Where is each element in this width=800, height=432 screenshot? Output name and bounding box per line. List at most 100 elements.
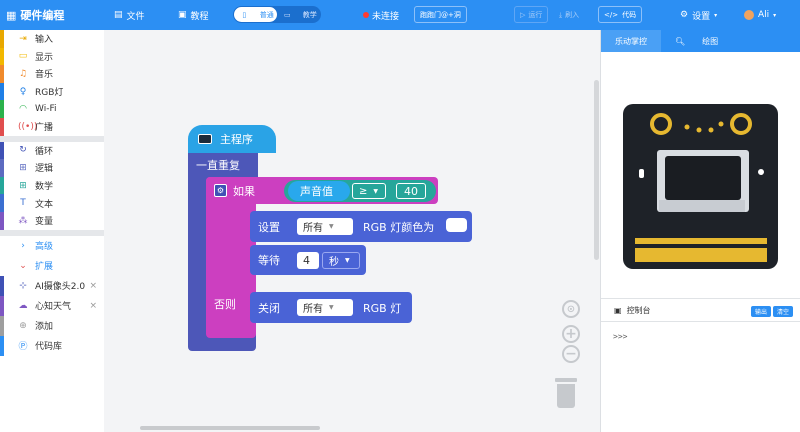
sidebar-item-category[interactable]: ⇥输入 (0, 30, 104, 48)
mode-toggle: ▯ 普通 ▭教学 (233, 6, 321, 23)
workspace-horizontal-scrollbar[interactable] (140, 426, 320, 430)
sidebar-item-label: 数学 (35, 182, 54, 193)
sidebar-item-label: 心知天气 (35, 302, 72, 313)
sidebar-item-advanced[interactable]: › 高级 (0, 236, 104, 256)
file-icon: ▤ (114, 10, 123, 20)
microphone-icon (639, 169, 644, 178)
category-list-hardware: ⇥输入▭显示 ♫ 音乐♀RGB灯◠Wi-Fi((•))广播 (0, 30, 104, 136)
console-title: 控制台 (626, 305, 651, 315)
tablet-icon: ▯ (242, 10, 247, 19)
sidebar-item-label: 音乐 (35, 70, 54, 81)
forever-loop-header: 一直重复 (188, 153, 258, 177)
sidebar-item-category[interactable]: ⁂变量 (0, 211, 104, 230)
category-divider (0, 229, 104, 236)
zoom-in-button[interactable]: + (562, 325, 580, 343)
board-svg: A B (623, 96, 778, 269)
sound-value-block[interactable]: 声音值 (288, 181, 350, 201)
gear-icon: ⚙ (214, 184, 227, 197)
gold-pin-edge (635, 238, 767, 262)
category-icon: ♫ (18, 68, 28, 79)
color-swatch[interactable] (446, 218, 467, 232)
recenter-button[interactable]: ⊙ (562, 300, 580, 318)
wait-unit-dropdown[interactable]: 秒 ▼ (322, 252, 360, 269)
sidebar-item-category[interactable]: ↻循环 (0, 141, 104, 160)
sidebar-item-label: 变量 (35, 217, 54, 228)
rgb-off-target-dropdown[interactable]: 所有 ▼ (297, 299, 353, 316)
board-preview: A B (601, 52, 800, 298)
button-a[interactable] (650, 113, 672, 135)
sidebar-item-extension[interactable]: ⊹ AI摄像头2.0× (0, 275, 104, 296)
tab-device[interactable]: 乐动掌控 (601, 30, 661, 52)
run-button[interactable]: ▷ 运行 (514, 6, 549, 23)
sidebar-item-category[interactable]: ▭显示 (0, 47, 104, 66)
connection-status[interactable]: 未连接 (363, 0, 399, 30)
sidebar-item-label: AI摄像头2.0 (35, 282, 86, 293)
sidebar-item-label: 添加 (35, 322, 54, 333)
code-icon: </> (604, 10, 619, 19)
set-rgb-color-block[interactable]: 设置 (250, 211, 472, 242)
sidebar-item-label: 广播 (35, 123, 54, 134)
chevron-down-icon: ▼ (345, 257, 350, 264)
close-icon[interactable]: × (89, 300, 97, 311)
avatar (744, 10, 754, 20)
sidebar-item-label: Wi-Fi (35, 104, 57, 115)
main-program-block[interactable]: 主程序 (188, 125, 276, 153)
flash-button[interactable]: ⤓ 刷入 (559, 0, 579, 30)
rgb-off-target-label: 所有 (303, 304, 323, 315)
rgb-target-dropdown[interactable]: 所有 ▼ (297, 218, 353, 235)
tutorial-menu[interactable]: ▣ 教程 (178, 0, 209, 30)
sound-label: 声音值 (300, 185, 333, 198)
category-icon: ▭ (18, 51, 28, 62)
screen-icon: ▭ (283, 10, 291, 19)
sidebar-item-extensions[interactable]: ⌄ 扩展 (0, 256, 104, 276)
tab-draw[interactable]: 🔍︎绘图 (661, 30, 732, 52)
workspace-vertical-scrollbar[interactable] (594, 80, 599, 260)
device-panel: 乐动掌控 🔍︎绘图 A B ▣ 控制台 输出 清空 >>> (600, 30, 800, 432)
sidebar-item-category[interactable]: ♀RGB灯 (0, 82, 104, 101)
file-menu[interactable]: ▤ 文件 (114, 0, 145, 30)
code-button[interactable]: </> 代码 (598, 6, 643, 23)
operator-dropdown[interactable]: ≥ ▼ (352, 183, 386, 199)
console-output-button[interactable]: 输出 (751, 306, 772, 317)
mode-normal-label: 普通 (259, 10, 274, 19)
mode-normal-button[interactable]: ▯ 普通 (234, 7, 277, 22)
sidebar-item-category[interactable]: ♫ 音乐 (0, 65, 104, 83)
wait-seconds-input[interactable]: 4 (297, 252, 319, 269)
light-sensor-icon (758, 169, 764, 175)
label-a: A (644, 96, 650, 105)
app-logo: ▦ 硬件编程 (6, 0, 64, 30)
sidebar-item-extension[interactable]: ☁ 心知天气 × (0, 295, 104, 316)
trash-icon[interactable] (555, 378, 577, 410)
sidebar-item-category[interactable]: ⊞逻辑 (0, 159, 104, 177)
sidebar-item-category[interactable]: ((•))广播 (0, 117, 104, 136)
else-label: 否则 (214, 297, 236, 311)
category-icon: ⊹ (19, 280, 27, 291)
main-program-label: 主程序 (220, 133, 253, 146)
close-icon[interactable]: × (89, 280, 97, 291)
button-b[interactable] (730, 113, 752, 135)
console-output[interactable]: >>> (613, 332, 627, 341)
turn-off-label: 关闭 (258, 301, 280, 315)
port-button[interactable]: 跑跑门@+洞 (414, 6, 467, 23)
threshold-value: 40 (404, 184, 418, 198)
sidebar-item-extension[interactable]: ⊕添加 (0, 315, 104, 336)
category-icon: Ⓟ (18, 342, 28, 353)
rgb-color-label: RGB 灯颜色为 (363, 220, 435, 234)
chevron-down-icon: ▾ (773, 11, 777, 19)
wait-unit-label: 秒 (329, 257, 339, 268)
code-label: 代码 (622, 10, 637, 19)
user-menu[interactable]: Ali ▾ (744, 0, 776, 30)
threshold-input[interactable]: 40 (396, 183, 426, 199)
sidebar-item-category[interactable]: ◠Wi-Fi (0, 100, 104, 118)
crosshair-icon: ⊙ (566, 303, 576, 315)
console-clear-button[interactable]: 清空 (773, 306, 794, 317)
mode-teach-button[interactable]: ▭教学 (277, 7, 320, 22)
settings-menu[interactable]: ⚙ 设置 ▾ (680, 0, 717, 30)
rgb-target-label: 所有 (303, 223, 323, 234)
console-prompt: >>> (613, 332, 628, 341)
category-icon: ☁ (18, 300, 28, 311)
sidebar-item-category[interactable]: ⊞数学 (0, 176, 104, 195)
zoom-out-button[interactable]: − (562, 345, 580, 363)
